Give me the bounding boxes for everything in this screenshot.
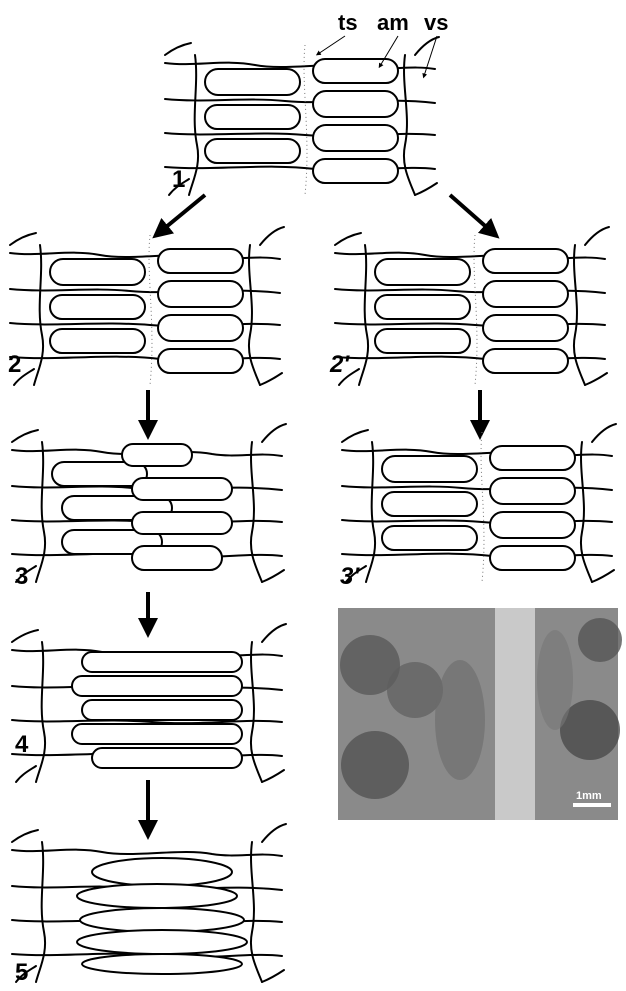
annotation-vs-pointer (424, 36, 437, 76)
panel-3-drawing (12, 424, 286, 582)
annotation-ts-pointer (318, 36, 345, 54)
panel-label-4: 4 (15, 731, 29, 758)
panel-label-2: 2 (8, 351, 21, 378)
arrow-1-to-2prime (450, 195, 492, 232)
panel-1-drawing (165, 37, 439, 195)
panel-2prime-drawing (335, 227, 609, 385)
panel-4-drawing (12, 624, 286, 782)
micrograph-photo: 1mm (338, 608, 622, 820)
panel-label-3: 3 (15, 563, 28, 590)
panel-label-1: 1 (172, 166, 185, 193)
scale-bar-label: 1mm (576, 790, 602, 802)
panel-label-2prime: 2' (329, 351, 350, 378)
panel-5-drawing (12, 824, 286, 982)
annotation-vs: vs (424, 10, 448, 35)
panel-label-3prime: 3' (340, 563, 360, 590)
panel-3prime-drawing (342, 424, 616, 582)
panel-2-drawing (10, 227, 284, 385)
annotation-ts: ts (338, 10, 358, 35)
arrow-1-to-2 (160, 195, 205, 232)
annotation-am: am (377, 10, 409, 35)
panel-label-5: 5 (15, 959, 28, 986)
